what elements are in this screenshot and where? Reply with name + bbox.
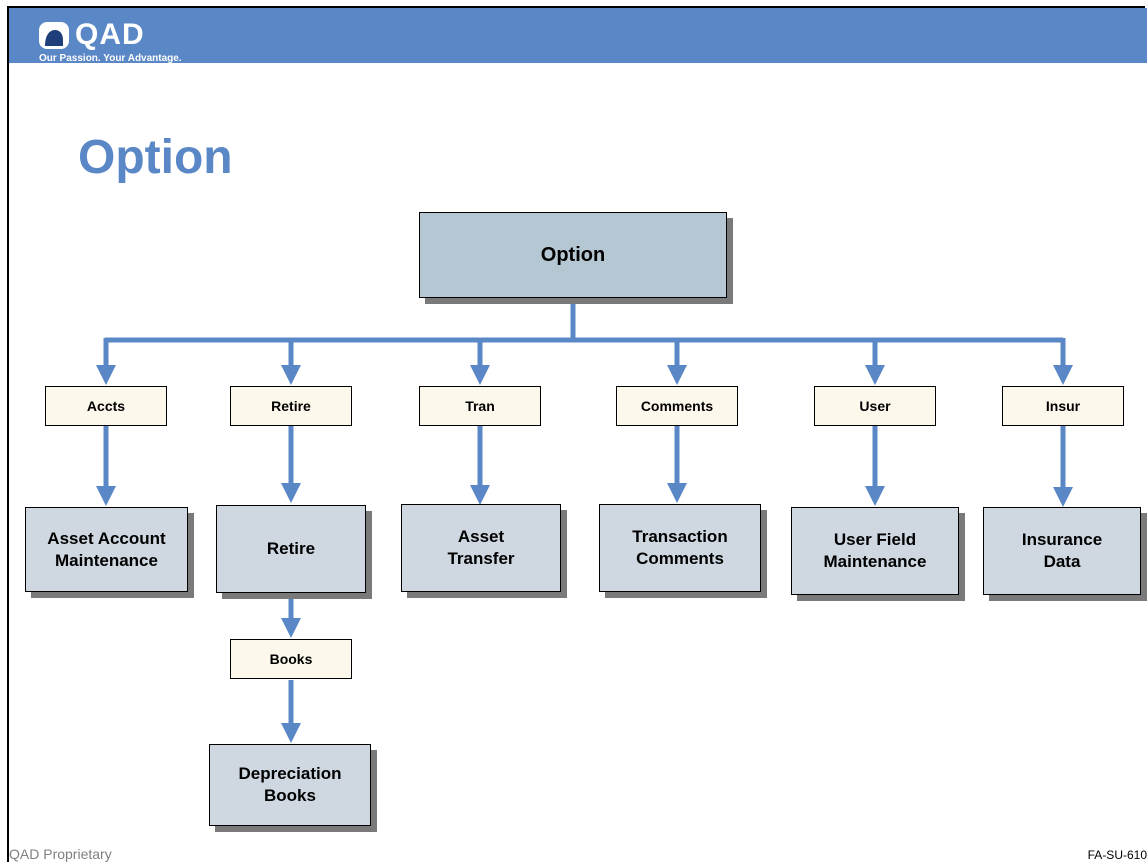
branch-label-user: User <box>814 386 936 426</box>
node-transaction-comments: Transaction Comments <box>599 504 761 592</box>
branch-label-insur: Insur <box>1002 386 1124 426</box>
node-depreciation-books: Depreciation Books <box>209 744 371 826</box>
node-asset-account-maintenance: Asset Account Maintenance <box>25 507 188 592</box>
root-node: Option <box>419 212 727 298</box>
node-user-field-maintenance: User Field Maintenance <box>791 507 959 595</box>
node-asset-transfer: Asset Transfer <box>401 504 561 592</box>
node-retire: Retire <box>216 505 366 593</box>
branch-label-comments: Comments <box>616 386 738 426</box>
sub-label-books: Books <box>230 639 352 679</box>
brand-name: QAD <box>75 18 145 51</box>
branch-label-accts: Accts <box>45 386 167 426</box>
brand-tagline: Our Passion. Your Advantage. <box>39 53 182 64</box>
page-title: Option <box>78 131 233 184</box>
branch-label-retire: Retire <box>230 386 352 426</box>
node-insurance-data: Insurance Data <box>983 507 1141 595</box>
slide-frame <box>7 6 1145 862</box>
branch-label-tran: Tran <box>419 386 541 426</box>
header-bar: QAD Our Passion. Your Advantage. <box>9 8 1147 64</box>
footer-slide-code: FA-SU-610 <box>1087 848 1147 862</box>
footer-proprietary: QAD Proprietary <box>9 846 112 862</box>
qad-logo-icon <box>39 22 69 49</box>
